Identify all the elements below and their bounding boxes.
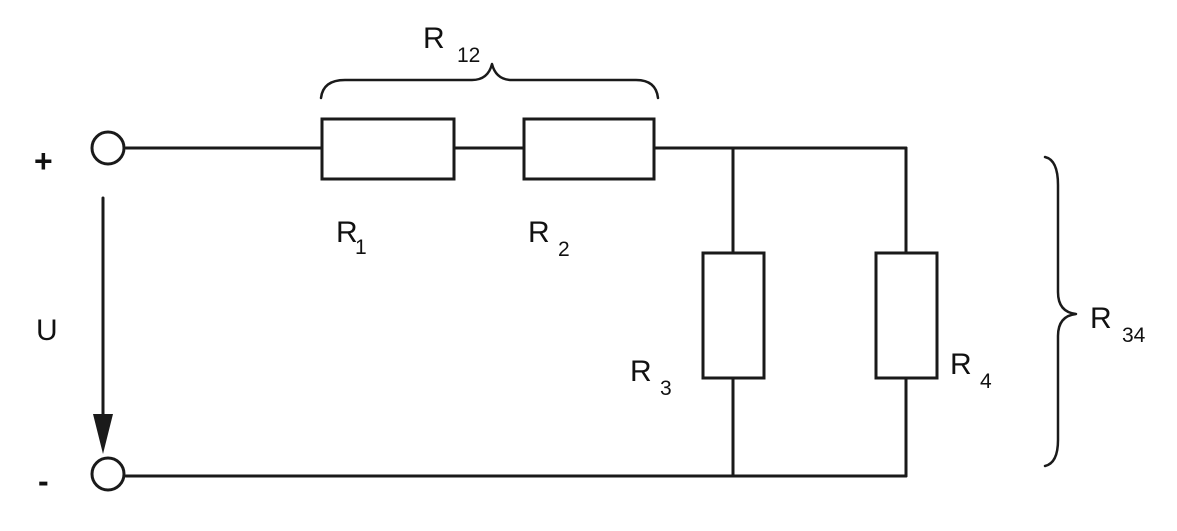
r34-subscript: 34	[1122, 324, 1146, 347]
resistor-r1	[320, 117, 456, 181]
resistor-r4	[874, 251, 939, 380]
r12-letter: R	[423, 22, 445, 55]
voltage-label: U	[36, 314, 58, 347]
r3-label: R 3	[630, 355, 672, 400]
r1-label: R 1	[336, 216, 367, 259]
brace-r12	[319, 62, 660, 100]
resistor-r2	[522, 117, 656, 181]
r4-label: R 4	[950, 348, 992, 393]
brace-r34	[1043, 155, 1078, 468]
r34-label: R 34	[1090, 302, 1146, 347]
r4-letter: R	[950, 348, 972, 381]
plus-sign-label: +	[34, 143, 53, 179]
plus-terminal	[90, 130, 126, 166]
r2-label: R 2	[528, 216, 570, 261]
wires	[124, 146, 908, 478]
minus-terminal	[90, 456, 126, 492]
minus-sign-label: -	[38, 463, 49, 499]
r4-subscript: 4	[980, 370, 992, 393]
resistor-r3	[701, 251, 766, 380]
r1-letter: R	[336, 216, 358, 249]
r3-subscript: 3	[660, 377, 672, 400]
voltage-arrow	[93, 196, 113, 454]
r1-subscript: 1	[355, 236, 367, 259]
r12-label: R 12	[423, 22, 480, 67]
r2-letter: R	[528, 216, 550, 249]
r2-subscript: 2	[558, 238, 570, 261]
r34-letter: R	[1090, 302, 1112, 335]
voltage-arrowhead	[93, 414, 113, 454]
r12-subscript: 12	[457, 44, 480, 67]
r3-letter: R	[630, 355, 652, 388]
